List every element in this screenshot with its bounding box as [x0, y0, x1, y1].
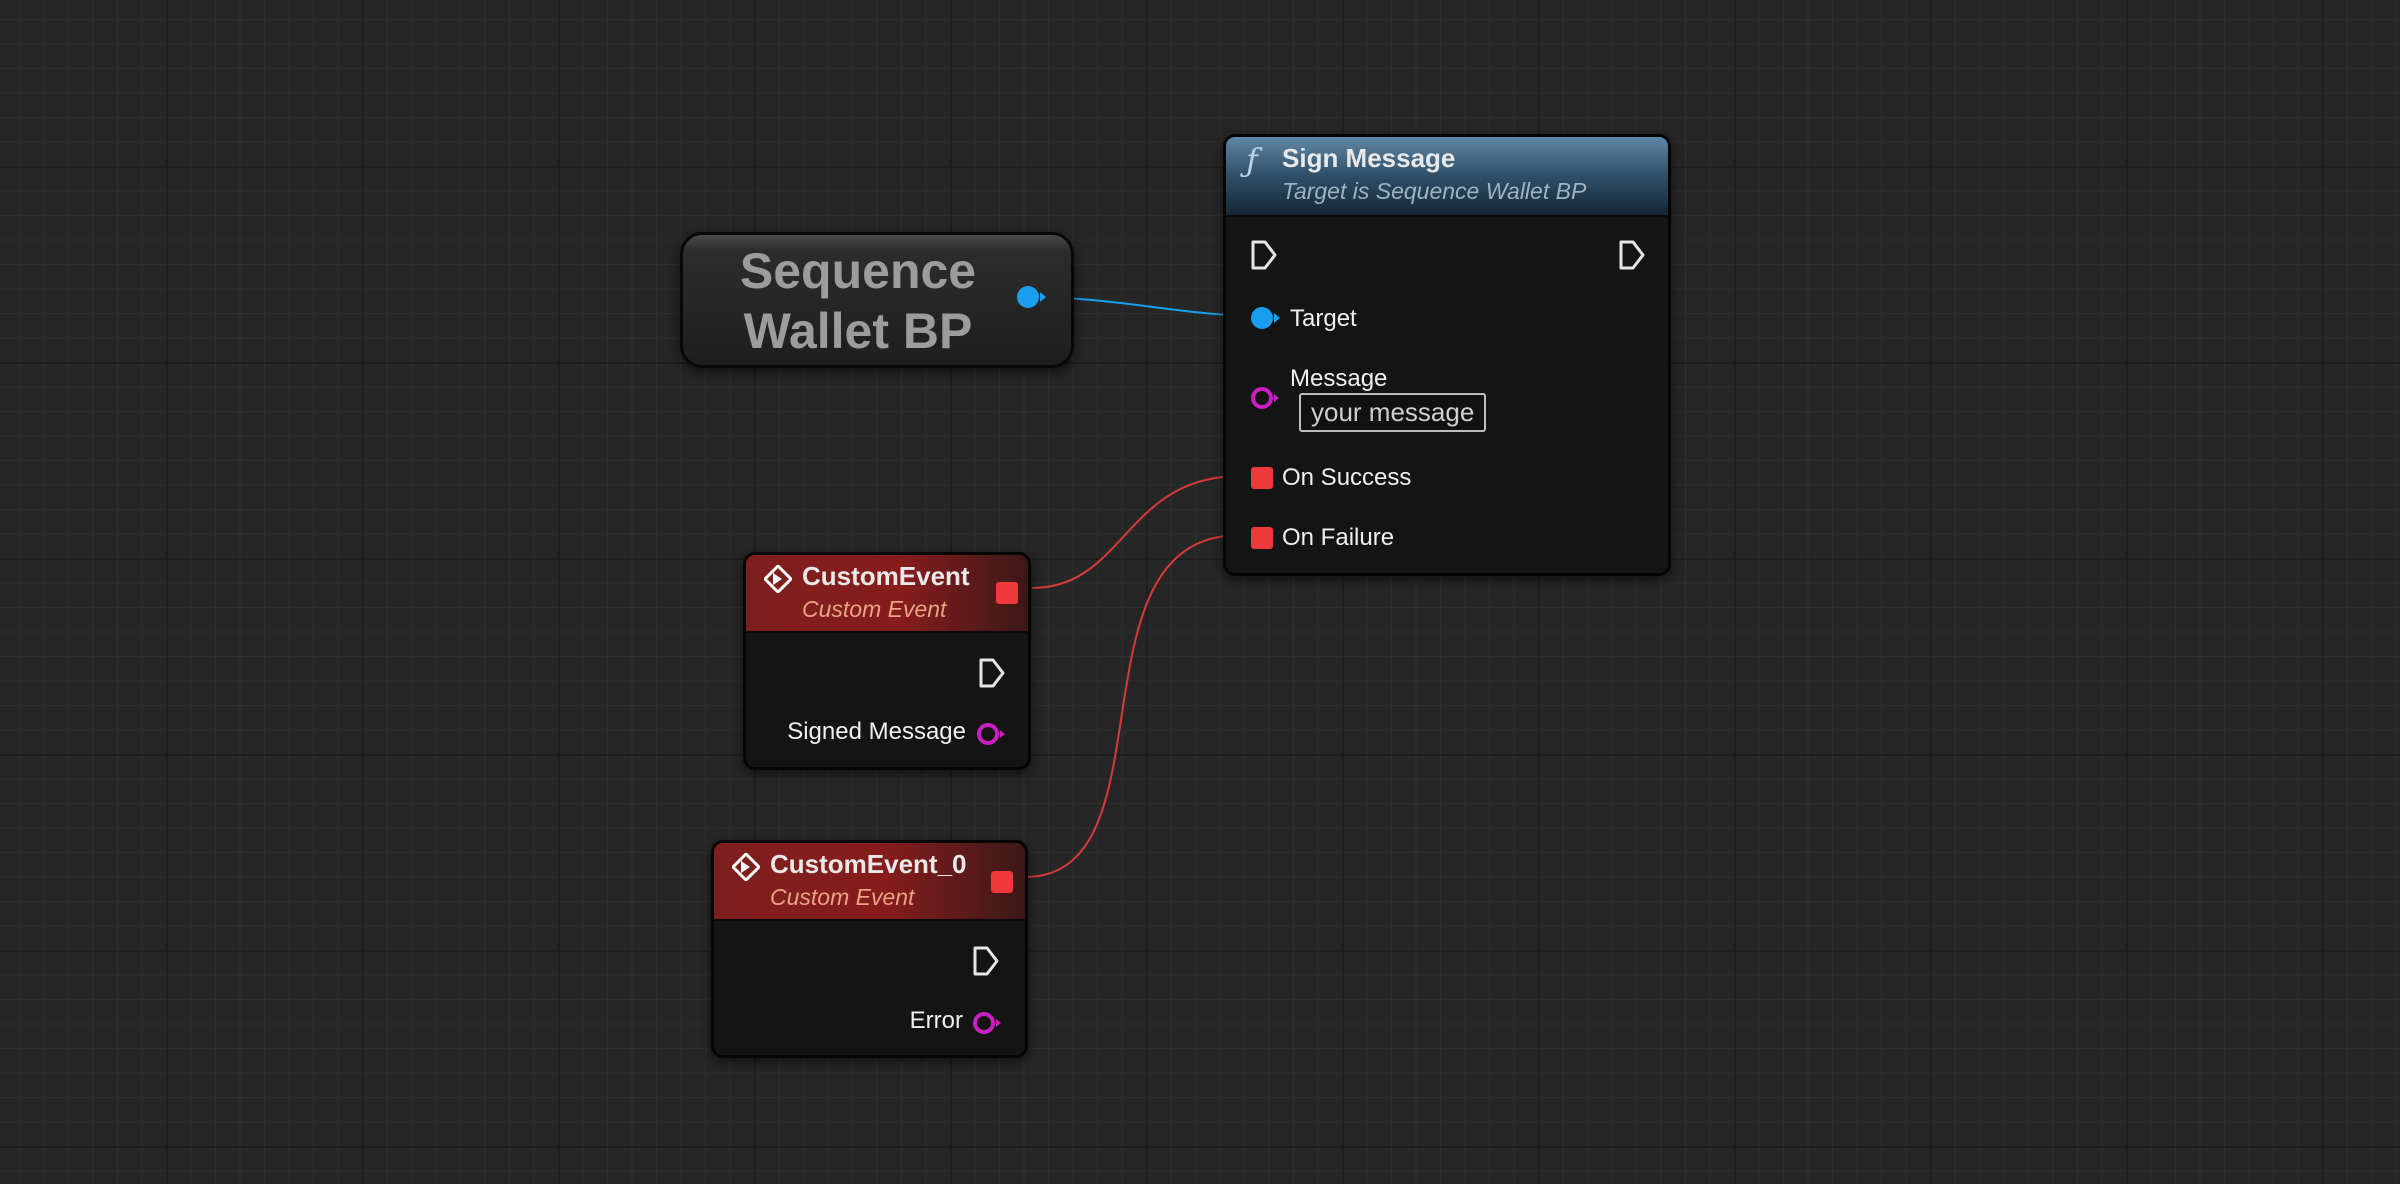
node-subtitle: Target is Sequence Wallet BP: [1282, 178, 1587, 204]
node-title: Sign Message: [1282, 143, 1456, 173]
target-label: Target: [1290, 305, 1357, 332]
object-output-pin[interactable]: [1016, 284, 1046, 310]
event-title: CustomEvent_0: [770, 849, 967, 879]
sign-message-header[interactable]: ƒ Sign Message Target is Sequence Wallet…: [1226, 137, 1668, 217]
event-delegate-pin[interactable]: [996, 582, 1018, 604]
function-icon: ƒ: [1246, 141, 1258, 179]
custom-event-0-header[interactable]: CustomEvent_0 Custom Event: [714, 843, 1025, 921]
exec-output-pin[interactable]: [978, 657, 1006, 689]
on-failure-pin[interactable]: [1251, 527, 1273, 549]
event-title: CustomEvent: [802, 561, 970, 591]
message-label: Message: [1290, 365, 1388, 392]
error-label: Error: [909, 1007, 963, 1034]
on-failure-label: On Failure: [1282, 524, 1395, 551]
event-delegate-pin[interactable]: [991, 871, 1013, 893]
sequence-wallet-bp-node[interactable]: Sequence Wallet BP: [680, 232, 1074, 368]
custom-event-header[interactable]: CustomEvent Custom Event: [746, 555, 1028, 633]
target-input-pin[interactable]: [1250, 305, 1280, 331]
error-output-pin[interactable]: [972, 1010, 1002, 1036]
variable-title: Sequence Wallet BP: [739, 243, 977, 359]
sign-message-node[interactable]: ƒ Sign Message Target is Sequence Wallet…: [1223, 134, 1671, 576]
on-success-label: On Success: [1282, 464, 1412, 491]
on-success-pin[interactable]: [1251, 467, 1273, 489]
on-success-wire[interactable]: [1031, 475, 1241, 589]
event-icon: [732, 853, 760, 881]
message-input[interactable]: your message: [1299, 393, 1487, 432]
event-icon: [764, 565, 792, 593]
exec-input-pin[interactable]: [1250, 239, 1278, 271]
message-input-pin[interactable]: [1250, 385, 1280, 411]
custom-event-node[interactable]: CustomEvent Custom Event Signed Message: [743, 552, 1031, 770]
exec-output-pin[interactable]: [1618, 239, 1646, 271]
on-failure-wire[interactable]: [1024, 534, 1241, 878]
event-subtitle: Custom Event: [770, 884, 915, 910]
signed-message-output-pin[interactable]: [976, 721, 1006, 747]
signed-message-label: Signed Message: [787, 718, 966, 745]
exec-output-pin[interactable]: [972, 945, 1000, 977]
custom-event-0-node[interactable]: CustomEvent_0 Custom Event Error: [711, 840, 1028, 1058]
event-subtitle: Custom Event: [802, 596, 947, 622]
